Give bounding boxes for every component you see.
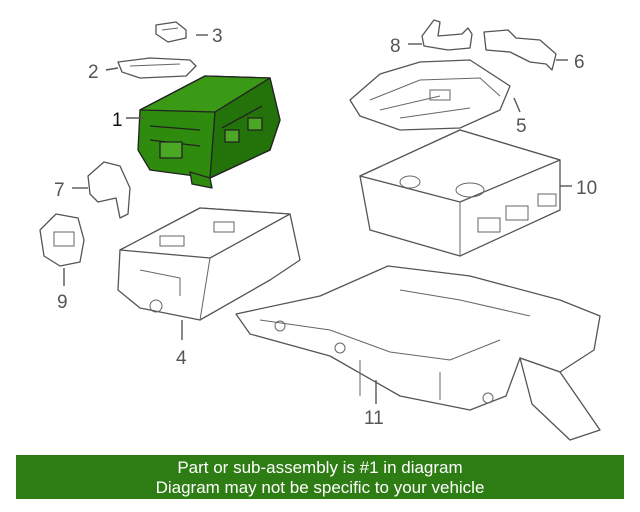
part-2-cover[interactable]: [117, 57, 197, 79]
part-1-power-module[interactable]: [137, 75, 281, 189]
part-10-housing[interactable]: [359, 129, 561, 257]
callout-11: 11: [364, 408, 384, 429]
callout-7: 7: [54, 180, 65, 201]
banner-line-1: Part or sub-assembly is #1 in diagram: [177, 458, 463, 477]
parts-diagram: 3 2 1 4 5 6 7 8 9 10 11: [39, 19, 601, 441]
part-6-connector[interactable]: [483, 29, 557, 71]
part-5-top-cover[interactable]: [349, 59, 511, 131]
part-11-cradle[interactable]: [235, 265, 601, 441]
part-9-mount[interactable]: [39, 213, 85, 267]
callout-leaders: [63, 34, 572, 404]
callout-8: 8: [390, 36, 401, 57]
banner-line-2: Diagram may not be specific to your vehi…: [155, 478, 485, 497]
part-8-bracket[interactable]: [421, 19, 473, 51]
info-banner: Part or sub-assembly is #1 in diagram Di…: [16, 455, 624, 499]
callout-6: 6: [574, 52, 585, 73]
callout-5: 5: [516, 116, 527, 137]
callout-3: 3: [212, 26, 223, 47]
part-7-bracket[interactable]: [87, 161, 131, 219]
callout-1: 1: [112, 110, 123, 131]
part-4-charger[interactable]: [117, 207, 301, 321]
callout-2: 2: [88, 62, 99, 83]
part-3-bracket[interactable]: [155, 21, 187, 43]
callout-4: 4: [176, 348, 187, 369]
callout-10: 10: [576, 178, 597, 199]
callout-9: 9: [57, 292, 68, 313]
